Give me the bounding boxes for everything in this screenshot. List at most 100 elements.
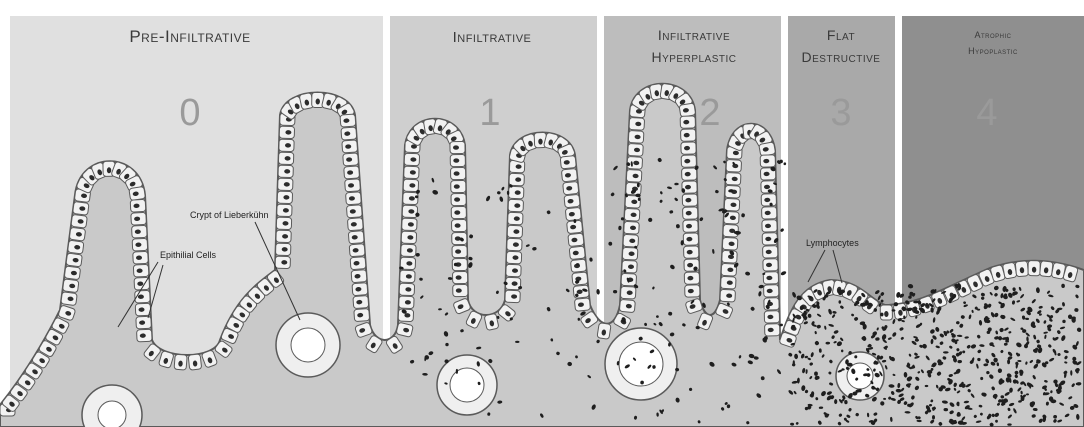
epithelial-cell xyxy=(725,173,741,186)
epithelial-cell xyxy=(450,154,465,166)
epithelial-cell xyxy=(724,198,740,211)
epithelial-cell xyxy=(402,218,417,231)
epithelial-cell xyxy=(682,194,697,206)
epithelial-cell xyxy=(628,144,644,157)
epithelial-cell xyxy=(568,233,584,246)
epithelial-cell xyxy=(624,208,640,221)
stage-4-title-line2: Hypoplastic xyxy=(968,46,1018,56)
epithelial-cell xyxy=(401,244,416,257)
epithelial-cell xyxy=(403,192,418,205)
epithelial-cell xyxy=(401,231,416,244)
epithelial-cell xyxy=(353,296,369,309)
epithelial-cell xyxy=(69,227,85,241)
epithelial-cell xyxy=(450,141,465,153)
epithelial-cell xyxy=(278,178,293,190)
epithelial-cell xyxy=(626,170,642,183)
epithelial-cell xyxy=(506,264,521,277)
epithelial-cell xyxy=(188,354,202,370)
epithelial-cell xyxy=(354,309,370,322)
stage-2-title-line1: Infiltrative xyxy=(658,27,730,43)
epithelial-cell xyxy=(402,205,417,218)
epithelial-cell xyxy=(404,166,419,179)
epithelial-cell xyxy=(348,231,364,244)
epithelial-cell xyxy=(508,212,523,225)
epithelial-cell xyxy=(759,142,776,156)
epithelial-cell xyxy=(625,195,641,208)
epithelial-cell xyxy=(720,289,736,302)
epithelial-cell xyxy=(684,272,699,284)
epithelial-cell xyxy=(68,240,84,254)
epithelial-cell xyxy=(399,296,414,309)
epithelial-cell xyxy=(560,156,576,169)
epithelial-cell xyxy=(1002,262,1017,279)
epithelial-cell xyxy=(563,181,579,194)
stage-4-number: 4 xyxy=(976,92,997,134)
epithelial-cell xyxy=(340,114,356,127)
epithelial-cell xyxy=(764,311,779,323)
epithelial-cell xyxy=(61,292,77,306)
epithelial-cell xyxy=(276,230,291,242)
epithelial-cell xyxy=(569,246,585,259)
epithelial-cell xyxy=(276,217,291,229)
stage-0-number: 0 xyxy=(179,92,200,134)
epithelial-cell xyxy=(506,251,521,264)
epithelial-cell xyxy=(597,323,611,340)
epithelial-cell xyxy=(450,167,465,179)
epithelial-cell xyxy=(132,238,148,251)
epithelial-cell xyxy=(130,199,146,212)
epithelial-cell xyxy=(277,204,292,216)
lymphocyte xyxy=(515,341,519,343)
epithelial-cell xyxy=(135,303,151,316)
epithelial-cell xyxy=(683,220,698,232)
epithelial-cell xyxy=(349,244,365,257)
epithelial-cell xyxy=(764,298,779,310)
stage-1-number: 1 xyxy=(479,92,500,134)
epithelial-cell xyxy=(71,214,87,228)
epithelial-cell xyxy=(403,179,418,192)
lymphocyte xyxy=(456,369,458,374)
epithelial-cell xyxy=(760,155,775,167)
crypt-0b xyxy=(276,313,340,377)
lymphocyte xyxy=(780,270,787,276)
epithelial-cell xyxy=(129,186,146,200)
epithelial-cell xyxy=(451,219,466,231)
lymphocyte xyxy=(839,300,842,303)
epithelial-cell xyxy=(765,324,780,336)
stage-2-title-line2: Hyperplastic xyxy=(651,49,736,65)
epithelial-cell xyxy=(346,192,362,205)
epithelial-cell xyxy=(64,266,80,280)
epithelial-cell xyxy=(762,220,777,232)
epithelial-cell xyxy=(278,152,293,164)
epithelial-cell xyxy=(623,234,639,247)
epithelial-cell xyxy=(763,272,778,284)
epithelial-cell xyxy=(345,179,361,192)
epithelial-cell xyxy=(619,299,635,312)
epithelial-cell xyxy=(561,168,577,181)
epithelial-cells-label: Epithilial Cells xyxy=(160,250,217,260)
epithelial-cell xyxy=(352,283,368,296)
epithelial-cell xyxy=(679,103,696,117)
epithelial-cell xyxy=(451,206,466,218)
epithelial-cell xyxy=(131,212,147,225)
stage-0-title: Pre-Infiltrative xyxy=(129,27,250,46)
epithelial-cell xyxy=(508,186,523,199)
epithelial-cell xyxy=(452,271,467,283)
epithelial-cell xyxy=(574,298,590,311)
epithelial-cell xyxy=(565,207,581,220)
epithelial-cell xyxy=(400,270,415,283)
epithelial-cell xyxy=(346,205,362,218)
epithelial-cell xyxy=(681,129,696,141)
epithelial-cell xyxy=(277,191,292,203)
epithelial-cell xyxy=(572,272,588,285)
stage-1-title: Infiltrative xyxy=(453,29,532,46)
epithelial-cell xyxy=(880,305,892,320)
lymphocyte xyxy=(783,162,786,165)
epithelial-cell xyxy=(63,279,79,293)
epithelial-cell xyxy=(1040,261,1054,277)
epithelial-cell xyxy=(682,168,697,180)
epithelial-cell xyxy=(453,284,468,296)
epithelial-cell xyxy=(624,221,640,234)
epithelial-cell xyxy=(726,160,742,173)
stage-2-number: 2 xyxy=(699,92,720,134)
